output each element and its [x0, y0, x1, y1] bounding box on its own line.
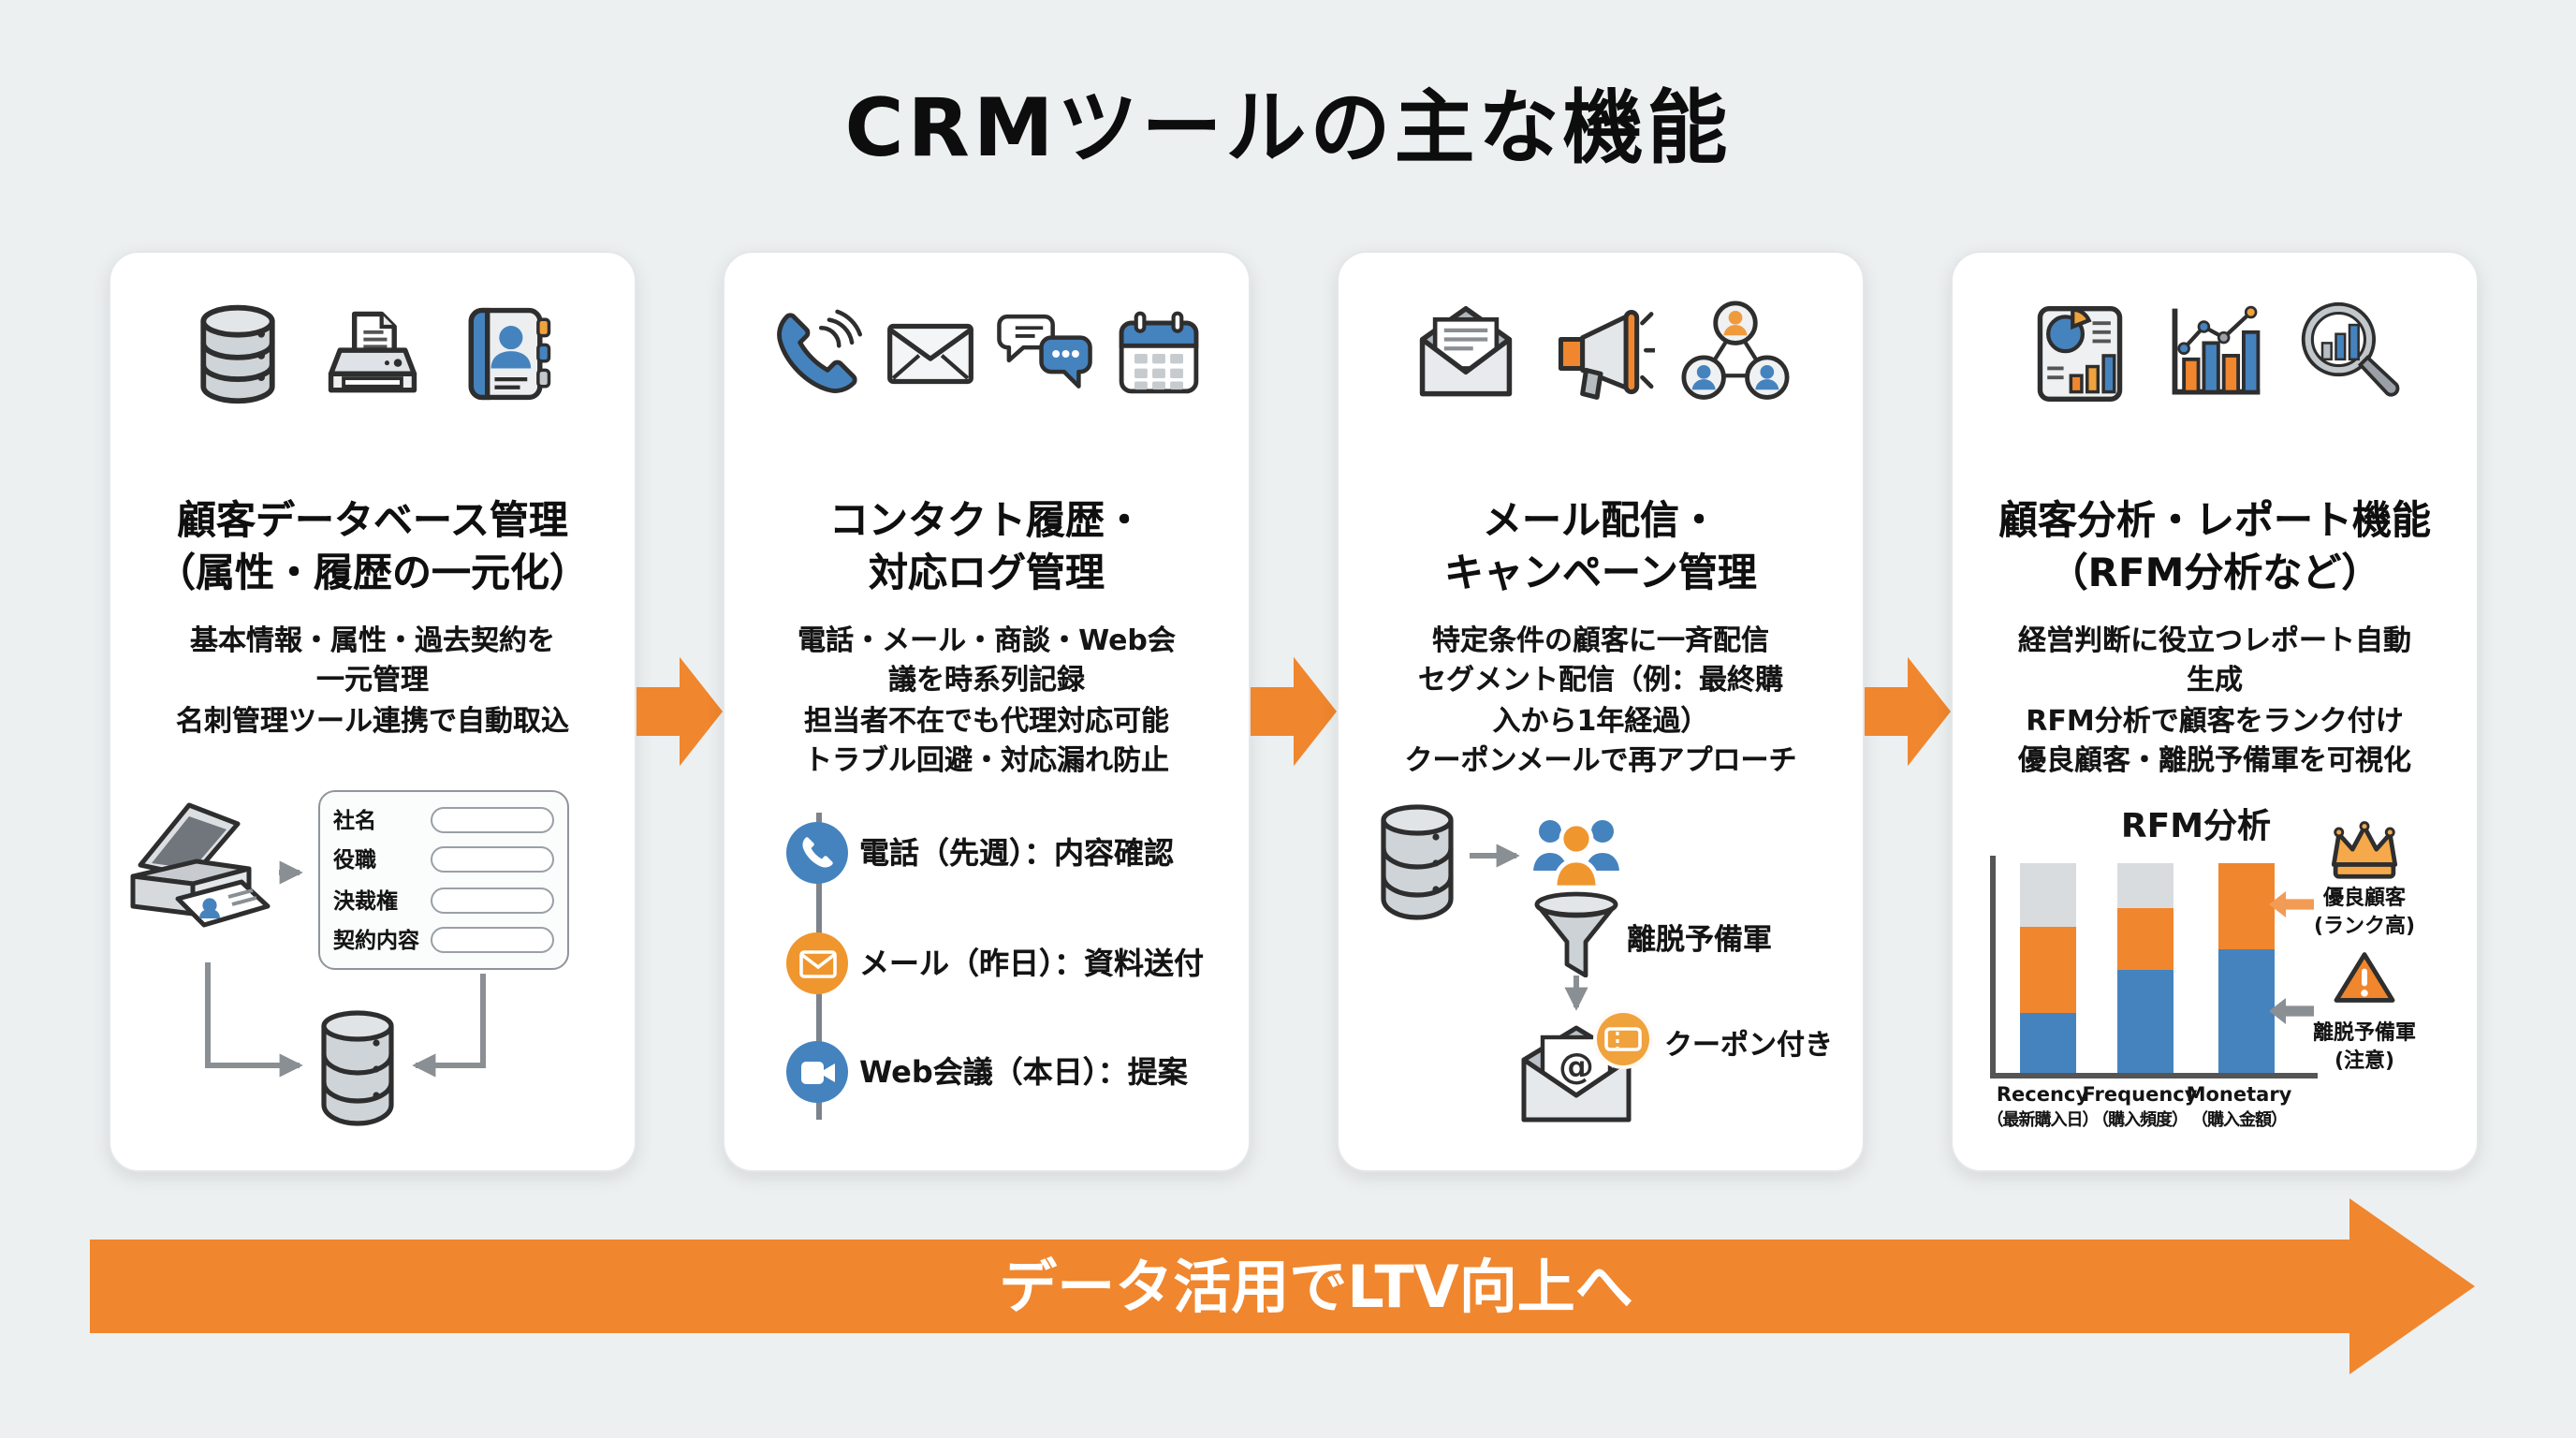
card3-illustration: 離脱予備軍 @ クーポン付き [1339, 786, 1863, 1161]
card1-illustration: 社名 役職 決裁権 契約内容 [110, 786, 635, 1161]
rfm-axis-label-recency: Recency （最新購入日） [1986, 1084, 2099, 1131]
rfm-bar-segment [2117, 970, 2174, 1073]
rfm-annotation-churn-risk: 離脱予備軍 (注意) [2313, 1020, 2416, 1073]
mail-icon [881, 305, 978, 403]
form-field-label: 契約内容 [333, 927, 419, 954]
right-arrow [1251, 656, 1337, 767]
card4-icons [1953, 286, 2477, 421]
rfm-bar-segment [2020, 926, 2076, 1013]
form-field-input[interactable] [431, 927, 554, 954]
phone-icon [767, 305, 864, 403]
customer-form: 社名 役職 決裁権 契約内容 [318, 790, 569, 970]
funnel-icon [1533, 891, 1619, 977]
card3-connectors [1470, 844, 1588, 1011]
rfm-axis-label-frequency: Frequency （購入頻度） [2082, 1084, 2198, 1131]
funnel-label: 離脱予備軍 [1627, 923, 1773, 957]
card3-title: メール配信・ キャンペーン管理 [1444, 498, 1757, 595]
crown-icon [2327, 820, 2402, 882]
card1-connectors [205, 860, 486, 1078]
rfm-bar-segment [2020, 1012, 2076, 1073]
coupon-mail-icon: @ [1516, 1019, 1636, 1127]
timeline-item-mail: メール（昨日）：資料送付 [724, 932, 1241, 996]
rfm-bar [2020, 863, 2076, 1073]
printer-icon [318, 300, 427, 408]
card4-title: 顧客分析・レポート機能 （RFM分析など） [1998, 498, 2431, 595]
timeline-label: Web会議（本日）：提案 [859, 1054, 1188, 1090]
magnifier-icon [2295, 300, 2404, 408]
form-field-label: 社名 [333, 806, 376, 832]
card-contact-history: コンタクト履歴・ 対応ログ管理 電話・メール・商談・Web会 議を時系列記録 担… [723, 251, 1251, 1172]
card2-description: 電話・メール・商談・Web会 議を時系列記録 担当者不在でも代理対応可能 トラブ… [798, 624, 1176, 777]
mail-icon [786, 932, 848, 994]
open-mail-icon [1412, 300, 1520, 408]
form-field-input[interactable] [431, 887, 554, 914]
report-icon [2026, 300, 2134, 408]
feature-cards-row: 顧客データベース管理 （属性・履歴の一元化） 基本情報・属性・過去契約を 一元管… [109, 251, 2479, 1172]
card1-title: 顧客データベース管理 （属性・履歴の一元化） [156, 498, 589, 595]
page-title: CRMツールの主な機能 [844, 82, 1732, 176]
chart-icon [2160, 300, 2269, 408]
rfm-axis-label-monetary: Monetary （購入金額） [2186, 1084, 2292, 1131]
card-customer-database: 顧客データベース管理 （属性・履歴の一元化） 基本情報・属性・過去契約を 一元管… [109, 251, 637, 1172]
card3-description: 特定条件の顧客に一斉配信 セグメント配信（例：最終購 入から1年経過） クーポン… [1404, 624, 1797, 777]
bottom-banner-arrow: データ活用でLTV向上へ [90, 1196, 2479, 1376]
card2-title: コンタクト履歴・ 対応ログ管理 [829, 498, 1144, 595]
form-row: 役職 [333, 842, 554, 877]
chat-icon [995, 305, 1092, 403]
warning-icon [2333, 949, 2396, 1005]
rfm-chart-title: RFM分析 [2120, 807, 2272, 846]
svg-text:@: @ [1559, 1046, 1594, 1087]
left-arrow-orange-icon [2269, 891, 2314, 917]
card1-icons [110, 286, 635, 421]
form-row: 決裁権 [333, 883, 554, 918]
customer-group-icon [1524, 813, 1629, 891]
rfm-plot [1990, 856, 2318, 1078]
database-cylinder-icon [1376, 801, 1458, 921]
card2-icons [724, 286, 1249, 421]
timeline-item-phone: 電話（先週）：内容確認 [724, 822, 1241, 886]
contact-book-icon [453, 300, 562, 408]
card-mail-campaign: メール配信・ キャンペーン管理 特定条件の顧客に一斉配信 セグメント配信（例：最… [1337, 251, 1865, 1172]
people-network-icon [1681, 300, 1790, 408]
timeline-label: 電話（先週）：内容確認 [859, 835, 1175, 871]
card-analytics-report: 顧客分析・レポート機能 （RFM分析など） 経営判断に役立つレポート自動 生成 … [1951, 251, 2479, 1172]
rfm-bar-segment [2117, 863, 2174, 908]
form-field-label: 決裁権 [333, 887, 398, 914]
form-row: 社名 [333, 801, 554, 837]
rfm-bar-segment [2218, 948, 2275, 1073]
card4-description: 経営判断に役立つレポート自動 生成 RFM分析で顧客をランク付け 優良顧客・離脱… [2017, 624, 2411, 777]
coupon-label: クーポン付き [1664, 1028, 1834, 1062]
video-icon [786, 1041, 848, 1103]
coupon-ticket-icon [1593, 1009, 1653, 1069]
bottom-banner-label: データ活用でLTV向上へ [999, 1253, 1633, 1321]
rfm-bar [2218, 863, 2275, 1073]
right-arrow [637, 656, 723, 767]
rfm-bar-segment [2117, 907, 2174, 971]
form-field-label: 役職 [333, 846, 376, 873]
scanner-icon [125, 794, 283, 955]
timeline-label: メール（昨日）：資料送付 [859, 946, 1205, 981]
left-arrow-gray-icon [2269, 998, 2314, 1024]
rfm-annotation-good-customers: 優良顧客 (ランク高) [2313, 886, 2416, 938]
card1-description: 基本情報・属性・過去契約を 一元管理 名刺管理ツール連携で自動取込 [175, 624, 569, 738]
rfm-bar [2117, 863, 2174, 1073]
form-field-input[interactable] [431, 806, 554, 832]
calendar-icon [1109, 305, 1207, 403]
timeline-item-web-meeting: Web会議（本日）：提案 [724, 1041, 1241, 1105]
database-icon [183, 300, 292, 408]
megaphone-icon [1546, 300, 1655, 408]
rfm-bar-segment [2020, 863, 2076, 927]
right-arrow [1865, 656, 1951, 767]
form-row: 契約内容 [333, 923, 554, 959]
form-field-input[interactable] [431, 846, 554, 873]
phone-icon [786, 822, 848, 884]
database-cylinder-icon [316, 1007, 399, 1127]
rfm-bar-segment [2218, 863, 2275, 949]
card3-icons [1339, 286, 1863, 421]
